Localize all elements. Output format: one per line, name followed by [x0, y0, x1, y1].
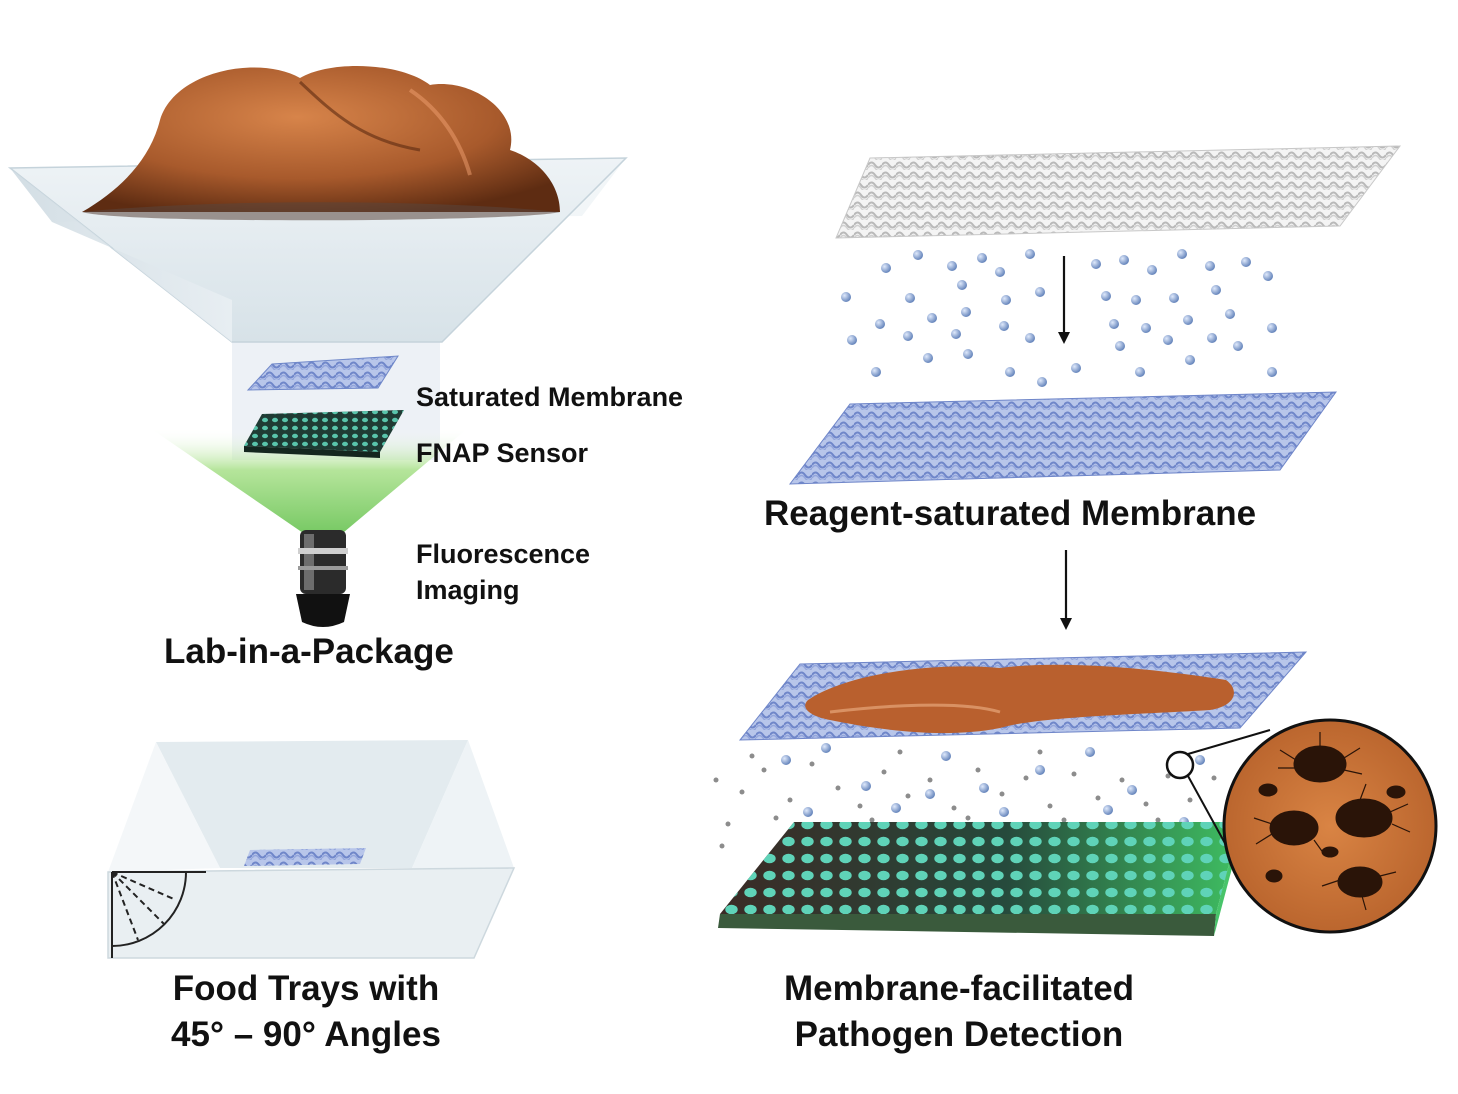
microscope-objective-icon — [296, 530, 350, 627]
angled-tray-inner — [156, 740, 468, 868]
angled-tray-right-wall — [412, 740, 514, 868]
down-arrow-icon — [1060, 550, 1072, 630]
fluorescence-imaging-line1: Fluorescence — [416, 539, 591, 569]
tray-bottom-membrane — [244, 848, 366, 866]
reagent-saturated-membrane — [788, 391, 1337, 485]
saturated-membrane-small — [246, 355, 399, 391]
roasted-meat — [82, 65, 560, 221]
fluorescence-imaging-line2: Imaging — [416, 575, 520, 605]
angled-tray-left-wall — [108, 742, 220, 872]
lab-in-a-package-illustration — [7, 65, 628, 627]
pathogen-detection-line1: Membrane-facilitated — [783, 969, 1135, 1008]
food-sample-on-membrane — [805, 664, 1234, 734]
food-trays-line2: 45° – 90° Angles — [171, 1015, 441, 1054]
saturated-membrane-label: Saturated Membrane — [416, 382, 684, 412]
dry-membrane — [835, 145, 1402, 239]
pathogen-detection-illustration — [713, 651, 1438, 936]
angle-indicator-icon — [111, 871, 206, 958]
membrane-stack-illustration — [788, 145, 1402, 630]
angled-tray-front — [107, 867, 516, 959]
bacteria-cells — [1253, 732, 1411, 911]
food-tray-left-face — [10, 168, 232, 342]
fnap-sensor-array — [718, 822, 1240, 936]
pathogen-detection-line2: Pathogen Detection — [794, 1015, 1124, 1054]
magnifier-source-circle — [1165, 750, 1195, 780]
food-trays-title: Food Trays with 45° – 90° Angles — [140, 966, 472, 1058]
magnifier-callout — [1165, 718, 1438, 934]
angled-food-tray-illustration — [107, 740, 516, 959]
lab-in-a-package-title: Lab-in-a-Package — [164, 632, 454, 671]
pathogen-detection-title: Membrane-facilitated Pathogen Detection — [750, 966, 1168, 1058]
reagent-beads — [841, 249, 1277, 387]
fluorescence-light-cone — [150, 428, 468, 548]
fluorescence-imaging-label: Fluorescence Imaging — [416, 536, 590, 608]
reagent-saturated-membrane-title: Reagent-saturated Membrane — [764, 494, 1257, 533]
fnap-sensor-label: FNAP Sensor — [416, 438, 589, 468]
fnap-sensor-small — [244, 410, 404, 458]
food-trays-line1: Food Trays with — [172, 969, 440, 1008]
down-arrow-icon — [1058, 256, 1070, 344]
